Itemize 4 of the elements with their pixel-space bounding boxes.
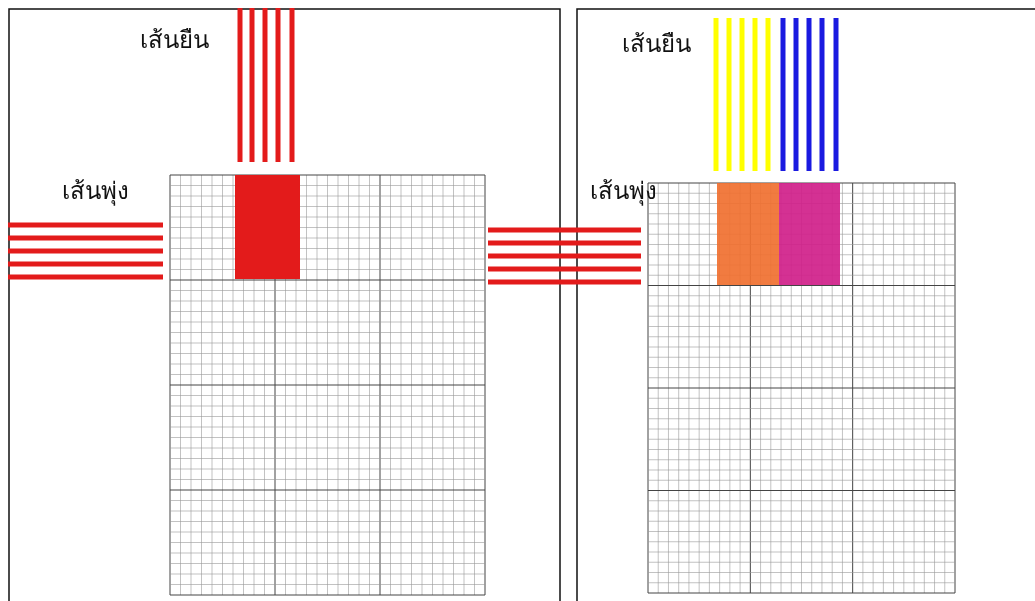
warp-label: เส้นยืน [622,30,691,59]
weft-label: เส้นพุ่ง [590,177,657,206]
warp-label: เส้นยืน [140,26,209,55]
weft-label: เส้นพุ่ง [62,177,129,206]
